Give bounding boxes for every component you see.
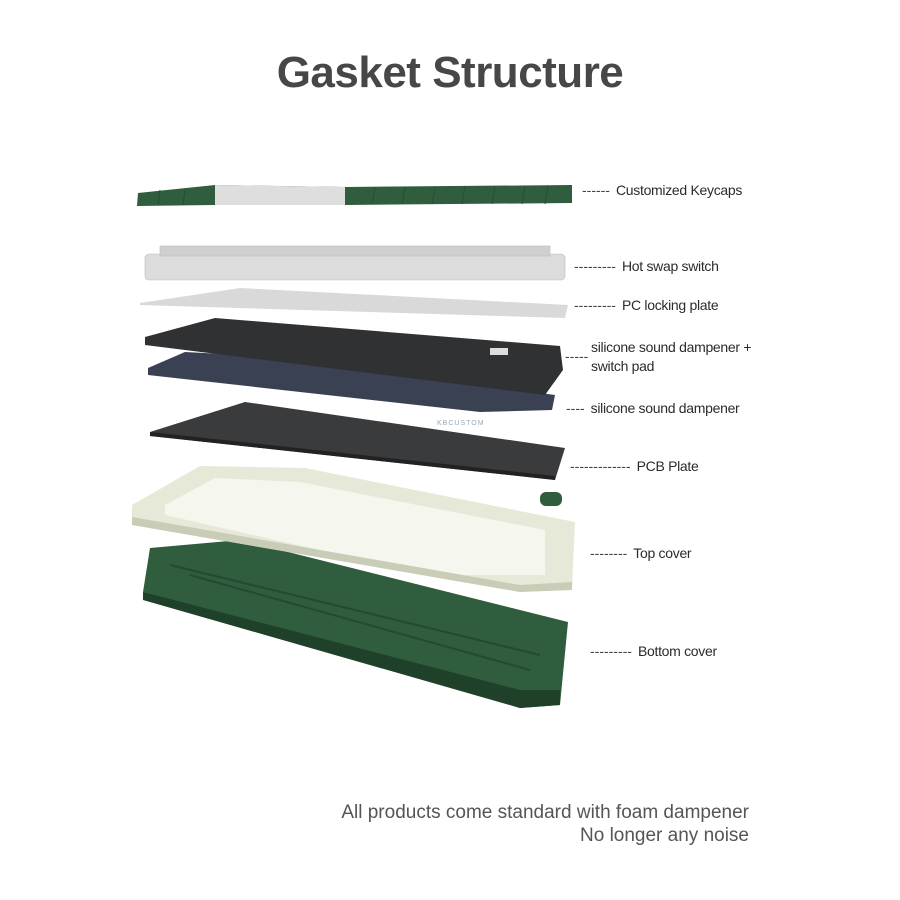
label-top-cover: --------Top cover xyxy=(590,545,692,561)
label-silicone-switch-pad: silicone sound dampener +switch pad xyxy=(591,339,752,374)
footer-line-1: All products come standard with foam dam… xyxy=(341,802,749,823)
keycaps-layer xyxy=(137,185,572,206)
hot-swap-switch-layer xyxy=(144,245,566,281)
pcb-plate-layer xyxy=(150,402,565,480)
watermark-logo: KBCUSTOM xyxy=(437,420,485,427)
label-pcb-plate: -------------PCB Plate xyxy=(570,458,699,474)
switch-pad-layer xyxy=(145,318,563,395)
label-switch-pad-dash: ----- xyxy=(565,348,589,364)
label-pc-locking-plate: ---------PC locking plate xyxy=(574,297,719,313)
label-bottom-cover: ---------Bottom cover xyxy=(590,643,717,659)
label-hot-swap-switch: ---------Hot swap switch xyxy=(574,258,719,274)
page-title: Gasket Structure xyxy=(276,48,624,97)
bottom-cover-layer xyxy=(143,540,568,708)
pc-locking-plate-layer xyxy=(140,288,568,318)
label-silicone-dampener: ----silicone sound dampener xyxy=(566,400,740,416)
footer-line-2: No longer any noise xyxy=(580,825,749,846)
top-cover-layer xyxy=(132,466,575,592)
silicone-dampener-layer xyxy=(148,352,555,412)
label-keycaps: ------Customized Keycaps xyxy=(582,182,743,198)
